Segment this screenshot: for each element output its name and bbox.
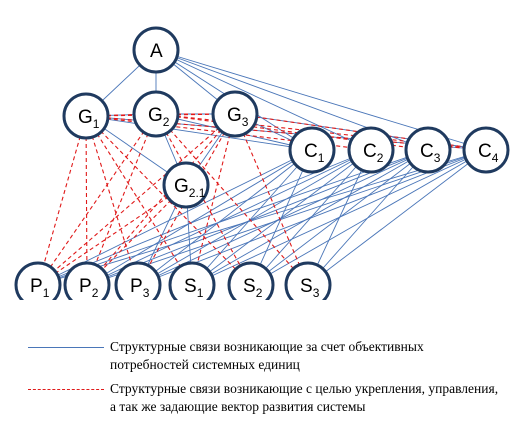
node-label: G2 (148, 105, 170, 129)
node-circle (347, 126, 395, 174)
dashed-edge-G3-S3 (234, 113, 309, 286)
node-c2: C2 (347, 126, 395, 174)
dashed-edge-G1-P2 (85, 115, 88, 286)
solid-edge-C4-S2 (250, 149, 487, 286)
node-circle (284, 261, 332, 300)
dashed-edge-G1-G3 (85, 113, 236, 117)
node-s1: S1 (168, 261, 216, 300)
node-label: C3 (420, 141, 441, 165)
node-circle (114, 261, 162, 300)
node-circle (132, 90, 180, 138)
solid-edge-A-C2 (155, 49, 372, 151)
legend-dashed-text: Структурные связи возникающие с целью ук… (110, 381, 499, 414)
node-p3: P3 (114, 261, 162, 300)
dashed-edge-G3-P2 (86, 113, 236, 286)
node-label: C2 (363, 141, 384, 165)
node-circle (227, 261, 275, 300)
dashed-edge-G1-P3 (85, 115, 139, 286)
dashed-edge-G2-S3 (155, 113, 309, 286)
solid-edge-C2-S1 (191, 149, 372, 286)
solid-edge-C4-S1 (191, 149, 487, 286)
solid-edge-C1-P3 (137, 149, 313, 286)
solid-edge-C1-P2 (86, 149, 313, 286)
solid-edge-C4-P1 (37, 149, 487, 286)
node-s2: S2 (227, 261, 275, 300)
solid-edge-C4-P2 (86, 149, 487, 286)
dashed-edge-G2-S2 (155, 113, 252, 286)
node-p2: P2 (63, 261, 111, 300)
node-circle (132, 26, 180, 74)
node-label: G1 (78, 107, 100, 131)
node-c4: C4 (462, 126, 510, 174)
node-g3: G3 (211, 90, 259, 138)
node-label: C4 (478, 141, 499, 165)
node-s3: S3 (284, 261, 332, 300)
node-label: P1 (30, 276, 50, 300)
legend-solid-row: Структурные связи возникающие за счет об… (28, 338, 508, 380)
node-circle (462, 126, 510, 174)
solid-edge-C2-P3 (137, 149, 372, 286)
node-circle (168, 261, 216, 300)
node-label: G3 (227, 105, 249, 129)
node-g1: G1 (62, 92, 110, 140)
node-circle (404, 126, 452, 174)
legend: Структурные связи возникающие за счет об… (28, 338, 508, 422)
node-label: C1 (304, 141, 325, 165)
legend-solid-text: Структурные связи возникающие за счет об… (110, 339, 424, 372)
dashed-edge-G21-P1 (37, 184, 187, 286)
node-label: A (150, 41, 163, 62)
node-g2: G2 (132, 90, 180, 138)
dashed-edge-G2-P2 (86, 113, 157, 286)
node-c1: C1 (288, 126, 336, 174)
solid-edge-G1-C1 (85, 115, 313, 151)
node-label: G2.1 (174, 176, 206, 200)
node-circle (211, 90, 259, 138)
dashed-edge-G3-P1 (37, 113, 236, 286)
dashed-edge-G1-S2 (85, 115, 252, 286)
dashed-edge-G2-C3 (155, 113, 429, 151)
solid-edge-C1-S1 (191, 149, 313, 286)
solid-edge-C3-S1 (191, 149, 429, 286)
node-circle (288, 126, 336, 174)
legend-dashed-line-sample (28, 389, 104, 390)
node-circle (63, 261, 111, 300)
legend-dashed-row: Структурные связи возникающие с целью ук… (28, 380, 508, 422)
dashed-edge-G3-S1 (191, 113, 236, 286)
solid-edge-C3-P1 (37, 149, 429, 286)
node-c3: C3 (404, 126, 452, 174)
node-a: A (132, 26, 180, 74)
node-circle (14, 261, 62, 300)
node-circle (162, 161, 210, 209)
node-label: P3 (130, 276, 150, 300)
node-label: S3 (300, 276, 320, 300)
dashed-edge-G1-P1 (37, 115, 87, 286)
dashed-edge-G1-S1 (85, 115, 193, 286)
legend-solid-line-sample (28, 347, 104, 348)
node-circle (62, 92, 110, 140)
node-label: S1 (184, 276, 204, 300)
solid-edge-C4-S3 (307, 149, 487, 286)
node-g21: G2.1 (162, 161, 210, 209)
node-p1: P1 (14, 261, 62, 300)
node-label: P2 (79, 276, 99, 300)
node-label: S2 (243, 276, 263, 300)
